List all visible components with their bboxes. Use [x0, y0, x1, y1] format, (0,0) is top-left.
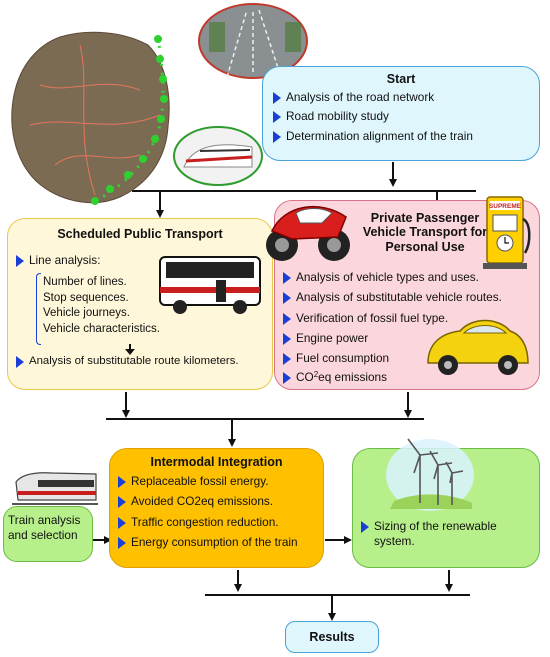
bullet-icon — [283, 292, 291, 305]
results-label: Results — [309, 630, 355, 644]
intermodal-title: Intermodal Integration — [150, 455, 283, 469]
down-arrow-icon — [125, 344, 135, 355]
private-item: Analysis of substitutable vehicle routes… — [283, 290, 502, 305]
start-item: Determination alignment of the train — [273, 129, 529, 144]
start-box: Start Analysis of the road network Road … — [262, 66, 540, 161]
bullet-icon — [361, 521, 369, 533]
public-transport-title: Scheduled Public Transport — [57, 227, 223, 241]
public-transport-box: Scheduled Public Transport Line analysis… — [7, 218, 273, 390]
start-item: Analysis of the road network — [273, 90, 529, 105]
train-analysis-line: and selection — [8, 528, 78, 543]
line-analysis-item: Line analysis: — [16, 253, 264, 268]
passenger-train-icon — [12, 472, 98, 505]
bullet-icon — [118, 476, 126, 488]
private-transport-title-line: Private Passenger — [370, 211, 480, 225]
route-km-item: Analysis of substitutable route kilomete… — [16, 354, 239, 369]
bullet-icon — [118, 536, 126, 549]
intermodal-item: Traffic congestion reduction. — [118, 515, 315, 530]
bullet-icon — [283, 312, 291, 325]
train-analysis-line: Train analysis — [8, 513, 81, 527]
pump-label: SUPREME — [489, 203, 522, 210]
line-sub-item: Vehicle characteristics. — [43, 322, 160, 335]
bullet-icon — [283, 371, 291, 384]
start-item: Road mobility study — [273, 109, 529, 124]
line-sub-item: Number of lines. — [43, 276, 127, 288]
private-item: Engine power — [283, 331, 502, 346]
bus-icon — [159, 256, 261, 314]
private-transport-title-line: Personal Use — [385, 239, 465, 254]
private-item: Fuel consumption — [283, 351, 502, 366]
fuel-pump-icon: SUPREME — [483, 196, 531, 269]
line-sub-item: Vehicle journeys. — [43, 307, 130, 320]
intermodal-item: Replaceable fossil energy. — [118, 474, 315, 489]
train-analysis-box: Train analysis and selection — [3, 506, 93, 562]
bullet-icon — [118, 496, 126, 509]
bullet-icon — [273, 92, 281, 104]
island-map-illustration — [11, 31, 170, 205]
intermodal-item: Avoided CO2eq emissions. — [118, 494, 315, 509]
line-sub-item: Stop sequences. — [43, 291, 129, 304]
highway-photo — [198, 3, 308, 79]
bullet-icon — [16, 356, 24, 368]
high-speed-train-photo — [173, 126, 263, 186]
bullet-icon — [273, 130, 281, 143]
renewable-item-continued: system. — [374, 534, 415, 549]
renewable-item: Sizing of the renewable — [361, 519, 497, 534]
bullet-icon — [273, 111, 281, 124]
bullet-icon — [283, 272, 291, 284]
beetle-car-icon — [427, 319, 529, 375]
intermodal-item: Energy consumption of the train — [118, 535, 315, 550]
list-bracket — [36, 273, 41, 345]
bullet-icon — [283, 332, 291, 345]
bullet-icon — [16, 255, 24, 267]
bullet-icon — [118, 516, 126, 529]
intermodal-box: Intermodal Integration Replaceable fossi… — [109, 448, 324, 568]
private-item: Verification of fossil fuel type. — [283, 311, 502, 326]
start-title: Start — [386, 72, 416, 86]
motorbike-icon — [266, 205, 350, 261]
results-box: Results — [285, 621, 379, 653]
private-item: Analysis of vehicle types and uses. — [283, 270, 502, 285]
private-transport-title-line: Vehicle Transport for — [362, 225, 488, 240]
wind-turbines-icon — [386, 438, 474, 511]
bullet-icon — [283, 353, 291, 366]
